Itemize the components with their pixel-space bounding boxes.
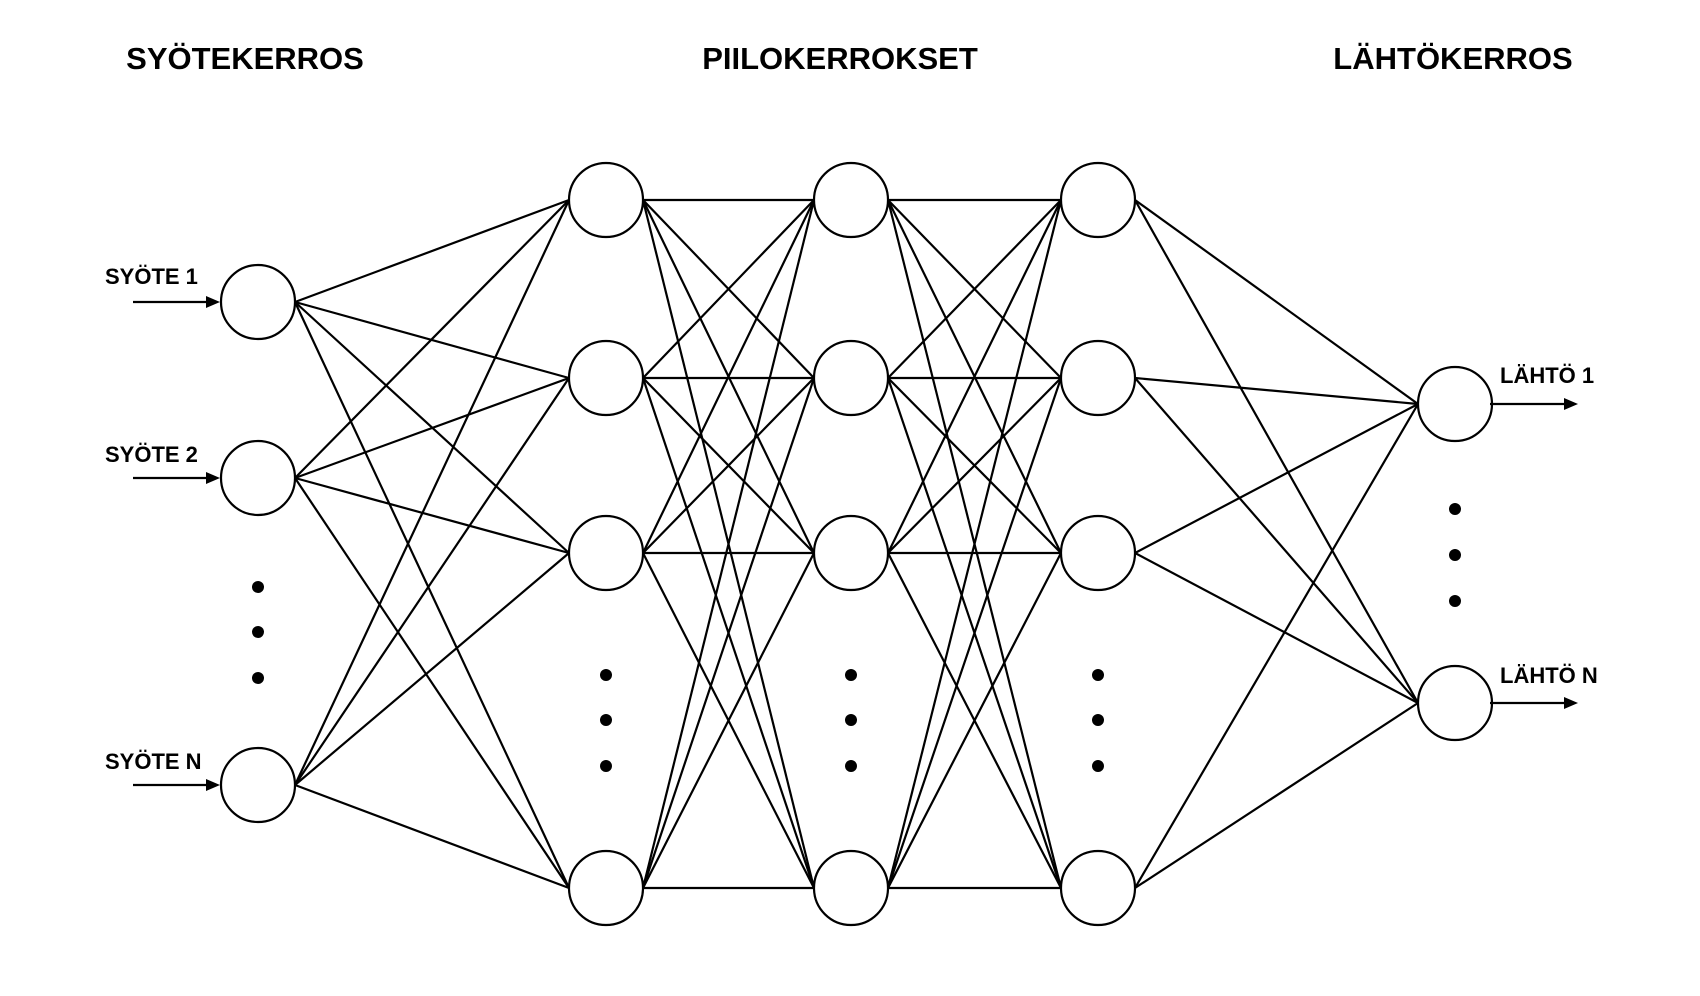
neuron-hidden1-3 <box>567 514 645 592</box>
ellipsis-dot-output-3 <box>1449 595 1461 607</box>
edge-hidden3-2-to-output-1 <box>1134 376 1419 406</box>
edge-hidden2-3-to-hidden3-2 <box>887 377 1062 554</box>
ellipsis-dot-hidden2-3 <box>845 760 857 772</box>
neuron-hidden3-2 <box>1059 339 1137 417</box>
edge-input-1-to-hidden1-1 <box>294 198 570 304</box>
neuron-hidden2-4 <box>812 849 890 927</box>
ellipsis-dot-hidden3-2 <box>1092 714 1104 726</box>
edge-input-3-to-hidden1-2 <box>294 377 570 786</box>
edge-input-2-to-hidden1-1 <box>294 199 570 479</box>
edge-input-3-to-hidden1-1 <box>294 199 570 786</box>
edge-hidden1-4-to-hidden2-1 <box>641 199 816 889</box>
neuron-hidden3-3 <box>1059 514 1137 592</box>
edge-hidden2-2-to-hidden3-1 <box>887 199 1062 379</box>
edge-hidden3-3-to-output-2 <box>1134 552 1419 704</box>
neuron-hidden2-3 <box>812 514 890 592</box>
ellipsis-dot-hidden2-2 <box>845 714 857 726</box>
edge-hidden3-4-to-output-1 <box>1134 403 1419 889</box>
ellipsis-dot-input-2 <box>252 626 264 638</box>
ellipsis-dot-input-1 <box>252 581 264 593</box>
edge-input-2-to-hidden1-2 <box>294 376 570 480</box>
neuron-hidden1-4 <box>567 849 645 927</box>
input-label-1: SYÖTE 1 <box>105 264 198 289</box>
edge-input-2-to-hidden1-4 <box>294 477 570 889</box>
output-arrow-1-head <box>1564 398 1578 410</box>
neuron-hidden1-1 <box>567 161 645 239</box>
ellipsis-dot-hidden2-1 <box>845 669 857 681</box>
input-arrow-1-head <box>206 296 220 308</box>
neuron-output-1 <box>1416 365 1494 443</box>
ellipsis-dot-output-1 <box>1449 503 1461 515</box>
neuron-hidden1-2 <box>567 339 645 417</box>
ellipsis-dot-hidden1-3 <box>600 760 612 772</box>
neuron-hidden3-4 <box>1059 849 1137 927</box>
neuron-input-2 <box>219 439 297 517</box>
edge-hidden1-3-to-hidden2-1 <box>642 199 815 554</box>
edge-hidden1-4-to-hidden2-2 <box>641 377 816 889</box>
edge-hidden3-2-to-output-2 <box>1134 377 1419 704</box>
edge-input-3-to-hidden1-4 <box>294 783 570 890</box>
neuron-hidden3-1 <box>1059 161 1137 239</box>
edge-hidden2-3-to-hidden3-1 <box>887 199 1062 554</box>
edge-hidden3-1-to-output-1 <box>1134 199 1419 405</box>
ellipsis-dot-hidden3-1 <box>1092 669 1104 681</box>
input-label-2: SYÖTE 2 <box>105 442 198 467</box>
neurons <box>219 161 1494 927</box>
edge-hidden1-3-to-hidden2-2 <box>642 377 815 554</box>
edge-hidden3-4-to-output-2 <box>1134 702 1419 889</box>
output-label-1: LÄHTÖ 1 <box>1500 363 1594 388</box>
input-arrow-n-head <box>206 779 220 791</box>
input-label-n: SYÖTE N <box>105 749 202 774</box>
input-layer-header: SYÖTEKERROS <box>126 41 364 76</box>
input-arrow-2-head <box>206 472 220 484</box>
edge-hidden2-4-to-hidden3-2 <box>886 377 1063 889</box>
neuron-hidden2-1 <box>812 161 890 239</box>
output-arrows <box>1490 398 1578 709</box>
neuron-output-2 <box>1416 664 1494 742</box>
ellipsis-dot-hidden1-1 <box>600 669 612 681</box>
neuron-hidden2-2 <box>812 339 890 417</box>
edge-hidden2-4-to-hidden3-3 <box>887 552 1062 889</box>
ellipsis-dot-input-3 <box>252 672 264 684</box>
edge-hidden3-1-to-output-2 <box>1134 199 1419 704</box>
edge-hidden1-4-to-hidden2-3 <box>642 552 815 889</box>
neuron-input-1 <box>219 263 297 341</box>
edge-hidden3-3-to-output-1 <box>1134 403 1419 554</box>
ellipsis-dot-hidden3-3 <box>1092 760 1104 772</box>
edge-input-2-to-hidden1-3 <box>294 476 570 555</box>
input-arrows <box>133 296 220 791</box>
edge-input-3-to-hidden1-3 <box>294 552 570 786</box>
hidden-layers-header: PIILOKERROKSET <box>702 41 978 76</box>
connections <box>294 198 1419 890</box>
ellipsis-dots <box>252 503 1461 772</box>
neuron-input-3 <box>219 746 297 824</box>
output-label-n: LÄHTÖ N <box>1500 663 1598 688</box>
ellipsis-dot-output-2 <box>1449 549 1461 561</box>
edge-input-1-to-hidden1-4 <box>294 301 570 889</box>
output-layer-header: LÄHTÖKERROS <box>1333 41 1572 76</box>
output-arrow-n-head <box>1564 697 1578 709</box>
edge-hidden1-2-to-hidden2-1 <box>642 199 815 379</box>
ellipsis-dot-hidden1-2 <box>600 714 612 726</box>
edge-hidden2-4-to-hidden3-1 <box>886 199 1063 889</box>
